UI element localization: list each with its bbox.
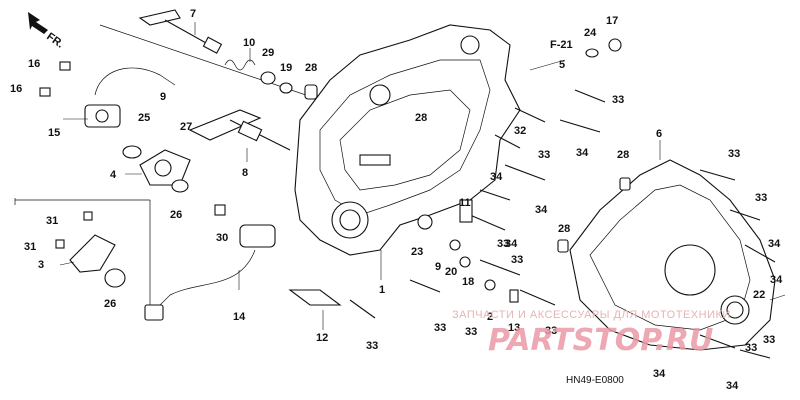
callout-33: 33 bbox=[538, 149, 550, 161]
inspection-plate bbox=[55, 211, 126, 288]
callout-16: 16 bbox=[28, 58, 40, 70]
watermark: ЗАПЧАСТИ И АКСЕССУАРЫ ДЛЯ МОТОТЕХНИКИ PA… bbox=[452, 309, 731, 358]
bolts bbox=[349, 38, 776, 359]
callout-3: 3 bbox=[38, 259, 44, 271]
callout-9: 9 bbox=[435, 261, 441, 273]
callout-13: 13 bbox=[508, 322, 520, 334]
callout-28: 28 bbox=[305, 62, 317, 74]
callout-33: 33 bbox=[434, 322, 446, 334]
callout-22: 22 bbox=[753, 289, 765, 301]
callout-31: 31 bbox=[24, 241, 36, 253]
callout-24: 24 bbox=[584, 27, 597, 39]
callout-33: 33 bbox=[545, 325, 557, 337]
callout-33: 33 bbox=[745, 342, 757, 354]
callout-34: 34 bbox=[576, 147, 589, 159]
callout-10: 10 bbox=[243, 37, 255, 49]
callout-11: 11 bbox=[459, 197, 471, 209]
callout-7: 7 bbox=[190, 8, 196, 20]
switch-harness bbox=[144, 204, 276, 321]
callout-4: 4 bbox=[110, 169, 117, 181]
callout-34: 34 bbox=[505, 238, 518, 250]
shift-shaft bbox=[138, 9, 223, 54]
callout-5: 5 bbox=[559, 59, 565, 71]
front-direction-arrow-icon: FR. bbox=[28, 12, 66, 51]
callout-32: 32 bbox=[514, 125, 526, 137]
section-reference: F-21 bbox=[550, 39, 573, 51]
callout-25: 25 bbox=[138, 112, 150, 124]
callout-34: 34 bbox=[770, 274, 783, 286]
callout-14: 14 bbox=[233, 311, 246, 323]
callout-23: 23 bbox=[411, 246, 423, 258]
callout-33: 33 bbox=[755, 192, 767, 204]
callout-6: 6 bbox=[656, 128, 662, 140]
gasket-plate bbox=[122, 145, 191, 193]
callout-29: 29 bbox=[262, 47, 274, 59]
shift-arm bbox=[188, 109, 291, 151]
callout-34: 34 bbox=[490, 171, 503, 183]
rear-cover bbox=[569, 159, 776, 351]
callout-34: 34 bbox=[535, 204, 548, 216]
callout-8: 8 bbox=[242, 167, 248, 179]
callout-33: 33 bbox=[728, 148, 740, 160]
callout-17: 17 bbox=[606, 15, 618, 27]
callout-30: 30 bbox=[216, 232, 228, 244]
watermark-logo: PARTSTOP.RU bbox=[488, 323, 713, 358]
callout-34: 34 bbox=[653, 368, 666, 380]
callout-19: 19 bbox=[280, 62, 292, 74]
watermark-text: ЗАПЧАСТИ И АКСЕССУАРЫ ДЛЯ МОТОТЕХНИКИ bbox=[452, 309, 731, 321]
callout-33: 33 bbox=[763, 334, 775, 346]
sensor-assembly bbox=[39, 61, 176, 128]
callout-33: 33 bbox=[465, 326, 477, 338]
callout-33: 33 bbox=[612, 94, 624, 106]
callout-28: 28 bbox=[558, 223, 570, 235]
callout-12: 12 bbox=[316, 332, 328, 344]
callout-26: 26 bbox=[104, 298, 116, 310]
callout-27: 27 bbox=[180, 121, 192, 133]
callout-1: 1 bbox=[379, 284, 385, 296]
callout-18: 18 bbox=[462, 276, 474, 288]
callout-33: 33 bbox=[366, 340, 378, 352]
callout-26: 26 bbox=[170, 209, 182, 221]
callout-28: 28 bbox=[617, 149, 629, 161]
callout-9: 9 bbox=[160, 91, 166, 103]
section-ref-label: F-21 bbox=[550, 39, 573, 51]
callout-33: 33 bbox=[511, 254, 523, 266]
callout-2: 2 bbox=[487, 311, 493, 323]
callout-34: 34 bbox=[768, 238, 781, 250]
callout-34: 34 bbox=[726, 380, 739, 392]
direction-label: FR. bbox=[44, 31, 65, 51]
callout-16: 16 bbox=[10, 83, 22, 95]
drawing-code: HN49-E0800 bbox=[566, 375, 624, 386]
pin bbox=[288, 289, 342, 306]
callout-31: 31 bbox=[46, 215, 58, 227]
callout-28: 28 bbox=[415, 112, 427, 124]
callout-15: 15 bbox=[48, 127, 60, 139]
callout-labels: 7 10 29 19 28 16 16 15 25 27 9 4 26 8 31… bbox=[10, 8, 783, 392]
callout-33: 33 bbox=[497, 238, 509, 250]
springs-and-washers bbox=[224, 59, 318, 100]
callout-20: 20 bbox=[445, 266, 457, 278]
leader-lines bbox=[59, 22, 786, 330]
crankcase-cover bbox=[294, 24, 521, 256]
